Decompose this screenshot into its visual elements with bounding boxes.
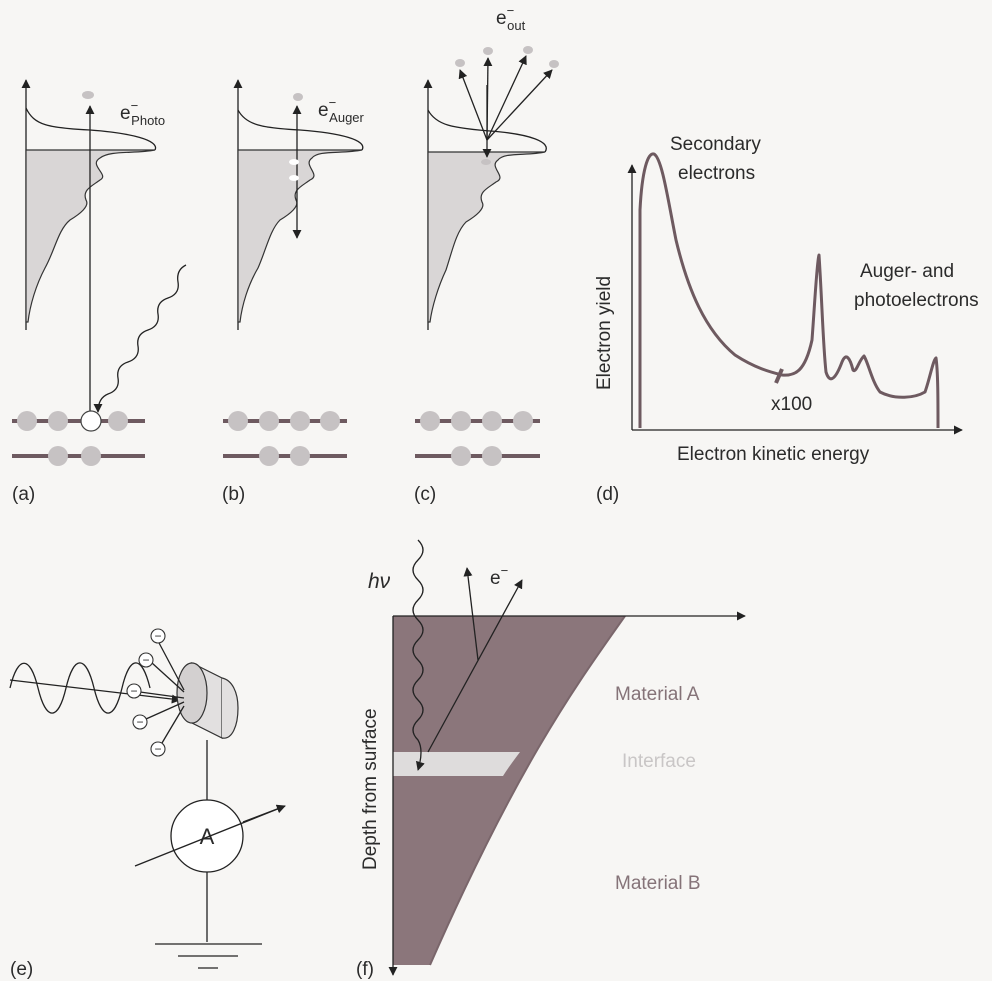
svg-text:−: − [130, 684, 137, 698]
svg-text:−: − [142, 653, 149, 667]
sample-cylinder [176, 662, 239, 739]
auger-electron-label: e−Auger [318, 95, 365, 125]
emitted-charge: − [150, 628, 166, 644]
atom [81, 446, 101, 466]
emitted-charge: − [132, 714, 148, 730]
atom [48, 446, 68, 466]
emitted-electron-dot-c [549, 60, 559, 68]
atom [259, 411, 279, 431]
escaping-electron-arrow [427, 579, 523, 753]
ammeter-needle-tip [242, 804, 286, 823]
atom [108, 411, 128, 431]
escape-arrow [486, 55, 527, 141]
incident-photon-wave-f [412, 539, 425, 771]
emitted-charge: − [138, 652, 154, 668]
material-region [393, 616, 625, 965]
emitted-electron-dot-c [483, 47, 493, 55]
atom [17, 411, 37, 431]
interface-layer [393, 752, 520, 776]
panel-c: e−out (c) [414, 3, 559, 505]
emission-line [139, 691, 185, 699]
hole-dot [481, 159, 491, 165]
hole-dot [289, 159, 299, 165]
atom [420, 411, 440, 431]
atom [482, 446, 502, 466]
svg-text:−: − [154, 629, 161, 643]
density-of-states-b [237, 149, 363, 323]
panel-label-f: (f) [356, 959, 374, 980]
atom [290, 411, 310, 431]
atom [259, 446, 279, 466]
emission-line [161, 705, 185, 744]
core-hole [80, 410, 102, 432]
escape-arrow [486, 69, 553, 141]
fermi-tail-c [427, 109, 547, 153]
emission-line [151, 662, 185, 693]
panel-label-c: (c) [414, 484, 436, 505]
emitted-electrons-label: e−out [496, 3, 526, 33]
emitted-charge: − [150, 741, 166, 757]
secondary-electrons-label-line2: electrons [678, 163, 755, 184]
x-axis-label: Electron kinetic energy [677, 444, 870, 465]
panel-label-a: (a) [12, 484, 35, 505]
photoelectron-label: e−Photo [120, 98, 165, 128]
atom [228, 411, 248, 431]
material-b-label: Material B [615, 873, 701, 894]
material-a-label: Material A [615, 684, 700, 705]
secondary-electrons-label-line1: Secondary [670, 134, 761, 155]
incident-beam-arrow [9, 679, 181, 704]
escaping-electron-arrow [463, 567, 479, 661]
panel-f: hν e− Material A Interface Material B De… [356, 539, 746, 980]
emitted-electron-dot-c [523, 46, 533, 54]
y-axis-label: Electron yield [594, 276, 615, 390]
emitted-charge: − [126, 683, 142, 699]
atom [48, 411, 68, 431]
escape-arrow [483, 57, 493, 141]
atom [451, 411, 471, 431]
scale-factor-label: x100 [771, 394, 812, 415]
panel-a: e−Photo (a) [12, 79, 187, 505]
escape-arrow [458, 69, 488, 141]
atom [320, 411, 340, 431]
auger-photoelectrons-label-line2: photoelectrons [854, 290, 979, 311]
emission-line [157, 640, 185, 691]
auger-photoelectrons-label-line1: Auger- and [860, 261, 954, 282]
emission-line [145, 701, 185, 720]
panel-label-b: (b) [222, 484, 245, 505]
interface-label: Interface [622, 751, 696, 772]
photon-label: hν [368, 570, 391, 593]
electron-label-f: e− [490, 563, 508, 589]
svg-text:−: − [154, 742, 161, 756]
emitted-electron-dot-b [293, 93, 303, 101]
atom [482, 411, 502, 431]
panel-label-e: (e) [10, 959, 33, 980]
panel-d: Secondary electrons Auger- and photoelec… [594, 134, 979, 505]
panel-e: − − − − − A (e) [9, 628, 286, 980]
panel-b: e−Auger (b) [222, 79, 365, 505]
emitted-electron-dot-a [82, 91, 94, 99]
panel-label-d: (d) [596, 484, 619, 505]
atom [290, 446, 310, 466]
spectrum-line [638, 152, 940, 429]
density-of-states-a [25, 149, 156, 323]
atom [451, 446, 471, 466]
svg-text:−: − [136, 715, 143, 729]
density-of-states-c [427, 151, 546, 323]
hole-dot [289, 175, 299, 181]
emitted-electron-dot-c [455, 59, 465, 67]
scale-break-mark [774, 368, 784, 384]
depth-axis-label: Depth from surface [360, 708, 381, 870]
decay-curve [429, 615, 626, 966]
incoming-photon-wave-a [93, 264, 187, 413]
incoming-xray-wave [9, 662, 151, 714]
atom [513, 411, 533, 431]
